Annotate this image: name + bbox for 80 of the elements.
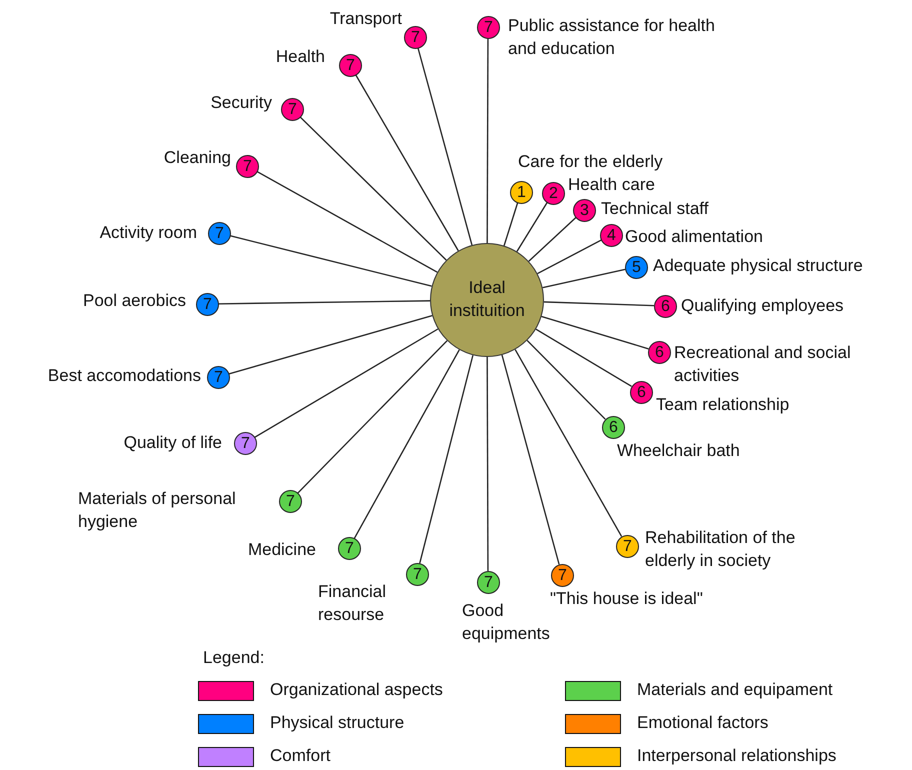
number-circle: 7 [477,16,500,39]
connector-line [230,235,432,287]
connector-line [228,315,432,375]
number-circle: 7 [236,155,259,178]
number-circle: 6 [648,341,671,364]
connector-line [542,268,626,288]
node-label: Adequate physical structure [653,255,864,277]
number-circle: 7 [551,564,574,587]
number-circle: 6 [602,416,625,439]
connector-line [297,340,448,494]
node-label: Good alimentation [625,226,764,248]
connector-line [516,202,548,252]
connector-line [486,38,489,243]
connector-line [218,300,430,304]
node-label: Public assistance for health and education [508,15,716,60]
number-circle: 6 [654,295,677,318]
number-circle: 7 [234,432,257,455]
connector-line [514,349,622,537]
connector-line [417,47,473,246]
node-label: Good equipments [462,600,550,645]
number-circle: 2 [542,182,565,205]
connector-line [486,357,489,571]
connector-line [541,316,649,350]
number-circle: 6 [630,381,653,404]
number-circle: 1 [510,181,533,204]
node-label: Recreational and social activities [674,342,852,387]
node-label: Activity room [98,222,197,244]
node-label: Care for the elderly [518,151,664,173]
legend-label: Interpersonal relationships [637,746,836,766]
number-circle: 5 [625,256,648,279]
node-label: Financial resourse [318,581,388,626]
node-label: Health [274,46,325,68]
connector-line [299,116,447,261]
number-circle: 7 [616,535,639,558]
number-circle: 7 [208,222,231,245]
number-circle: 7 [281,98,304,121]
number-circle: 7 [338,537,361,560]
node-label: Cleaning [162,147,231,169]
connector-line [544,301,654,306]
number-circle: 7 [477,571,500,594]
number-circle: 7 [279,490,302,513]
legend-label: Materials and equipament [637,680,833,700]
node-label: Pool aerobics [82,290,186,312]
node-label: Team relationship [656,394,790,416]
node-label: Qualifying employees [681,295,845,317]
number-circle: 4 [600,224,623,247]
connector-line [354,74,459,252]
node-label: Security [210,92,272,114]
node-label: "This house is ideal" [550,588,704,610]
number-circle: 7 [406,563,429,586]
node-label: Transport [328,8,402,30]
legend-label: Organizational aspects [270,680,443,700]
legend-label: Physical structure [270,713,404,733]
connector-line [537,240,602,274]
connector-line [528,217,576,262]
node-label: Wheelchair bath [617,440,741,462]
node-label: Rehabilitation of the elderly in society [645,527,796,572]
connector-line [256,170,438,273]
connector-line [419,355,474,564]
number-circle: 7 [404,26,427,49]
connector-line [254,328,438,438]
connector-line [501,354,560,565]
legend-label: Emotional factors [637,713,768,733]
node-label: Quality of life [122,432,222,454]
hub-circle: Ideal instituition [430,243,544,357]
number-circle: 7 [339,54,362,77]
number-circle: 3 [573,199,596,222]
connector-line [354,350,460,539]
node-label: Best accomodations [46,365,201,387]
node-label: Technical staff [601,198,710,220]
node-label: Materials of personal hygiene [78,488,237,533]
number-circle: 7 [207,366,230,389]
node-label: Medicine [246,539,316,561]
node-label: Health care [568,174,656,196]
connector-line [504,202,518,246]
legend-label: Comfort [270,746,330,766]
connector-line [536,328,632,387]
legend-heading: Legend: [203,648,264,668]
connector-line [526,340,606,420]
number-circle: 7 [196,293,219,316]
